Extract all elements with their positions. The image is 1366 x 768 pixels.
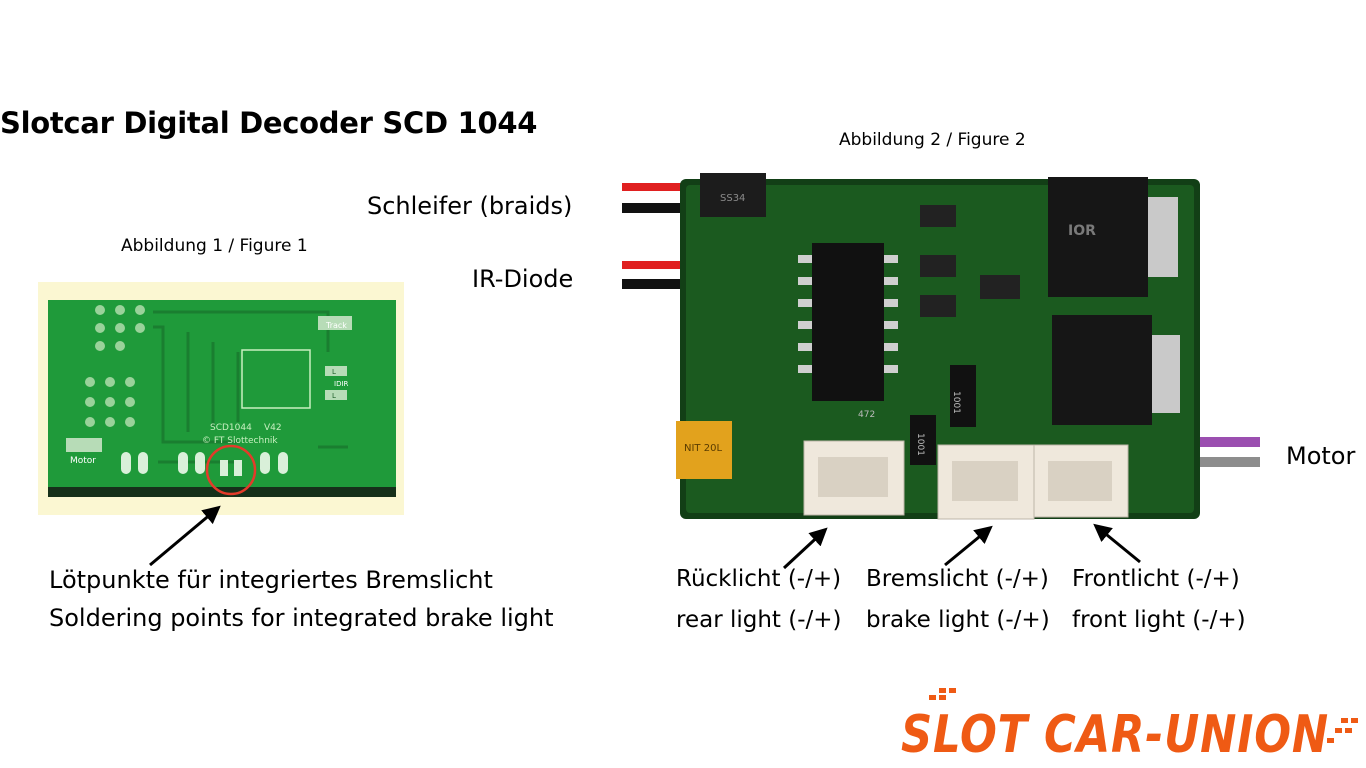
pcb-label-l1: L bbox=[332, 368, 336, 376]
slot-car-union-logo: SLOT CAR-UNION bbox=[901, 688, 1358, 761]
braid-wire-black bbox=[622, 203, 692, 213]
arrow-brake-light bbox=[944, 525, 993, 567]
brake-solder-note-de: Lötpunkte für integriertes Bremslicht bbox=[49, 566, 493, 594]
rear-light-label-en: rear light (-/+) bbox=[676, 607, 842, 633]
brake-light-connector bbox=[937, 444, 1035, 520]
rear-light-label-de: Rücklicht (-/+) bbox=[676, 566, 842, 592]
logo-wordmark: SLOT CAR-UNION bbox=[901, 705, 1329, 761]
resistor-marking-2: 1001 bbox=[915, 433, 925, 456]
motor-wire-grey bbox=[1190, 457, 1260, 467]
arrow-front-light bbox=[1093, 523, 1141, 564]
brake-solder-note-en: Soldering points for integrated brake li… bbox=[49, 604, 554, 632]
capacitor-marking: NIT 20L bbox=[684, 443, 722, 454]
resistor-marking-1: 1001 bbox=[951, 391, 961, 414]
figure-1-caption: Abbildung 1 / Figure 1 bbox=[121, 236, 308, 256]
brake-light-label-en: brake light (-/+) bbox=[866, 607, 1050, 633]
pcb-label-model: SCD1044 bbox=[210, 423, 252, 433]
front-light-label-de: Frontlicht (-/+) bbox=[1072, 566, 1240, 592]
pcb-label-idir: IDIR bbox=[334, 380, 349, 388]
figure-2-decoder-photo: SS34 IOR 1001 1001 472 NIT 20L bbox=[622, 173, 1260, 520]
page-title: Slotcar Digital Decoder SCD 1044 bbox=[0, 106, 538, 140]
pcb-label-maker: © FT Slottechnik bbox=[202, 436, 278, 446]
arrow-brake-solder bbox=[149, 505, 221, 567]
front-light-connector bbox=[1033, 444, 1129, 518]
smd-marking: 472 bbox=[858, 410, 875, 420]
brake-light-solder-highlight bbox=[205, 444, 257, 496]
pcb-label-l2: L bbox=[332, 392, 336, 400]
pcb-label-version: V42 bbox=[264, 423, 282, 433]
braids-label: Schleifer (braids) bbox=[367, 192, 573, 220]
diode-marking: SS34 bbox=[720, 193, 745, 204]
mosfet-marking: IOR bbox=[1068, 223, 1096, 239]
rear-light-connector bbox=[803, 440, 905, 516]
motor-label: Motor bbox=[1286, 442, 1356, 470]
ir-diode-label: IR-Diode bbox=[472, 265, 574, 293]
braid-wire-red bbox=[622, 183, 692, 191]
figure-1-pcb-render: Track L IDIR L Motor SCD1044 V42 © FT Sl… bbox=[38, 282, 404, 515]
motor-wire-purple bbox=[1190, 437, 1260, 447]
brake-light-label-de: Bremslicht (-/+) bbox=[866, 566, 1049, 592]
figure-2-caption: Abbildung 2 / Figure 2 bbox=[839, 130, 1026, 150]
ir-wire-red bbox=[622, 261, 692, 269]
ir-wire-black bbox=[622, 279, 692, 289]
arrow-rear-light bbox=[782, 527, 828, 570]
pcb-label-track: Track bbox=[325, 321, 347, 330]
pcb-label-motor: Motor bbox=[70, 456, 96, 466]
front-light-label-en: front light (-/+) bbox=[1072, 607, 1246, 633]
